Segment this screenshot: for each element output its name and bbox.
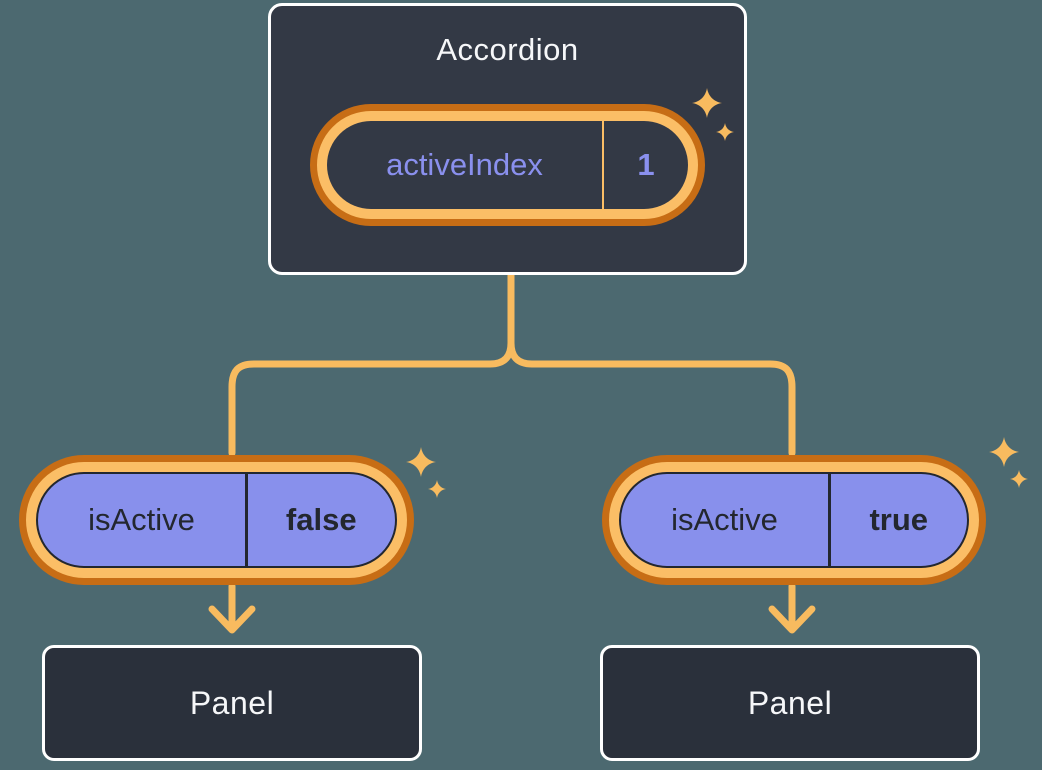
prop-pill-label: isActive [671,502,778,537]
state-pill-activeindex: activeIndex 1 [310,104,705,226]
sparkle-large-icon [406,447,436,477]
prop-pill-label: isActive [88,502,195,537]
sparkle-large-icon [989,437,1019,467]
down-arrow-right-icon [768,582,816,634]
panel-right: Panel [600,645,980,761]
accordion-title: Accordion [436,32,579,67]
panel-label: Panel [747,684,833,721]
prop-pill-value: false [285,502,357,537]
panel-left: Panel [42,645,422,761]
panel-label: Panel [189,684,275,721]
sparkle-small-icon [716,123,734,141]
accordion-card: Accordion activeIndex 1 [268,3,747,275]
prop-pill-isactive-true: isActive true [602,455,986,585]
prop-pill-divider [828,474,831,566]
sparkle-small-icon [428,480,446,498]
prop-pill-divider [245,474,248,566]
connector-branch-left [228,339,515,457]
sparkle-large-icon [692,88,722,118]
state-pill-value: 1 [637,147,655,182]
sparkle-small-icon [1010,470,1028,488]
prop-pill-value: true [869,502,929,537]
down-arrow-left-icon [208,582,256,634]
state-pill-divider [602,121,604,209]
prop-pill-isactive-false: isActive false [19,455,414,585]
connector-branch-right [507,339,796,457]
state-pill-label: activeIndex [386,147,543,182]
